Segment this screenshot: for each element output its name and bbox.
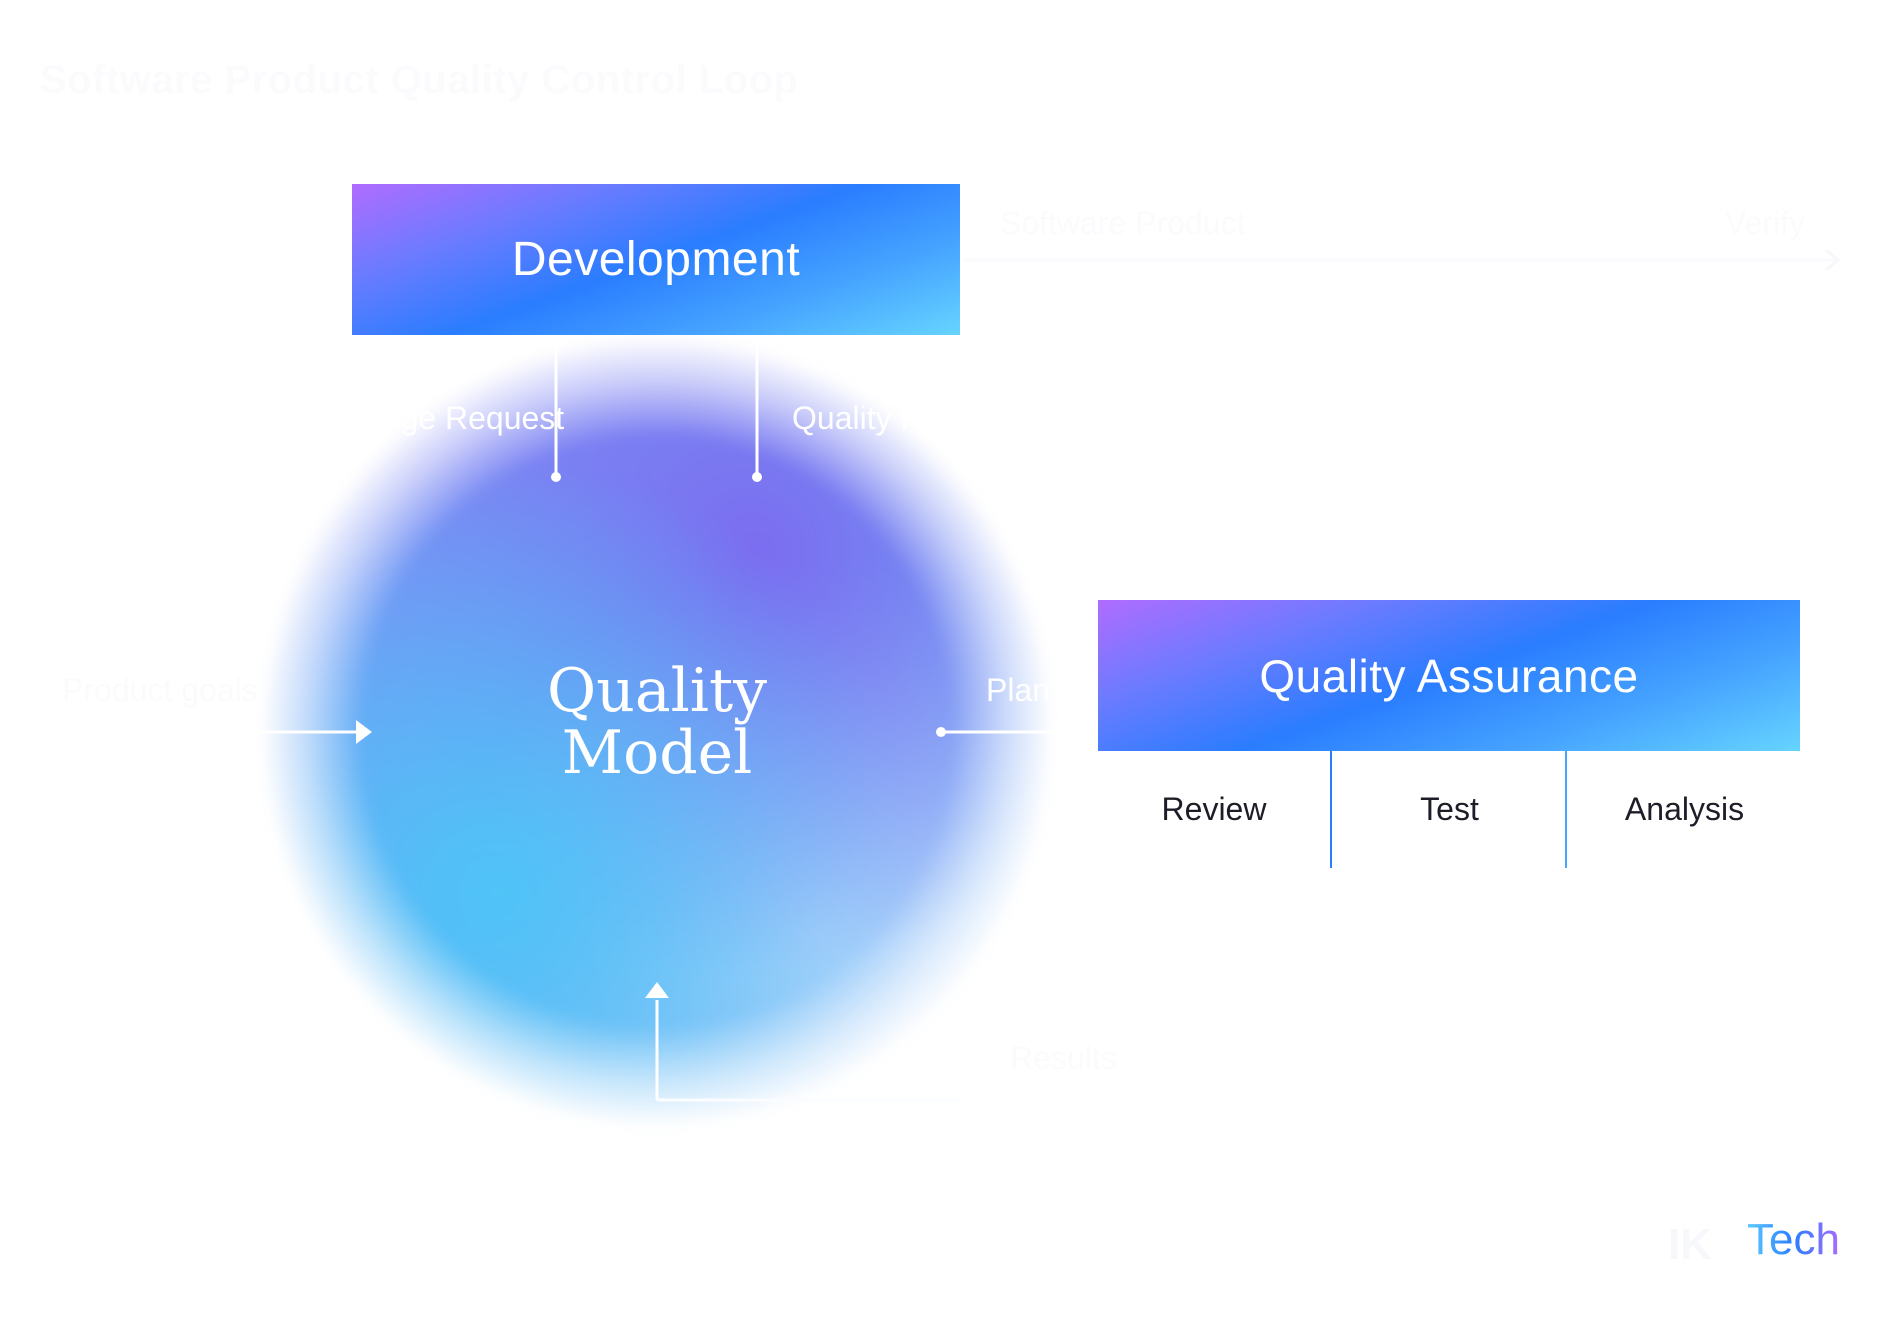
brand-name: Tech xyxy=(1747,1215,1840,1264)
qa-activity-test[interactable]: Test xyxy=(1330,751,1567,868)
diagram-title: Software Product Quality Control Loop xyxy=(40,58,799,102)
brand-logo-icon: IK xyxy=(1668,1220,1712,1269)
change-request-label: Change Request xyxy=(324,400,565,436)
product-goals-arrowhead xyxy=(356,720,372,744)
quality-model-line2: Model xyxy=(561,718,753,788)
results-label: Results xyxy=(1010,1040,1117,1076)
quality-requirements-label: Quality Requirements xyxy=(792,400,1100,436)
results-arrowhead xyxy=(645,982,669,998)
quality-model-label: Quality Model xyxy=(507,660,807,784)
quality-requirements-dot xyxy=(752,472,762,482)
quality-model-line1: Quality xyxy=(547,656,767,726)
product-goals-label: Product goals xyxy=(62,672,258,708)
verify-label: Verify xyxy=(1725,205,1806,241)
qa-activity-label: Review xyxy=(1161,791,1267,827)
software-product-label: Software Product xyxy=(1000,205,1246,241)
qa-activity-label: Test xyxy=(1420,791,1479,827)
quality-assurance-box[interactable]: Quality Assurance xyxy=(1098,600,1800,751)
quality-model-circle xyxy=(257,332,1057,1132)
qa-activity-analysis[interactable]: Analysis xyxy=(1565,751,1802,868)
qa-activity-label: Analysis xyxy=(1624,791,1745,827)
qa-activity-review[interactable]: Review xyxy=(1098,751,1330,868)
verify-arrowhead xyxy=(1825,248,1841,272)
plan-label: Plan xyxy=(986,672,1051,708)
development-label: Development xyxy=(511,233,801,286)
change-request-dot xyxy=(551,472,561,482)
quality-assurance-label: Quality Assurance xyxy=(1259,649,1639,702)
plan-dot xyxy=(936,727,946,737)
development-box[interactable]: Development xyxy=(352,184,960,335)
